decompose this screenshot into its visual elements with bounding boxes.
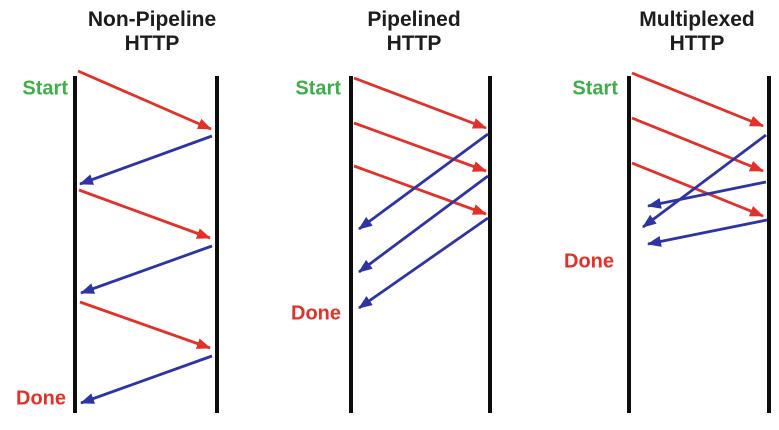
done-label-multiplexed: Done	[564, 250, 614, 273]
title-line1: Multiplexed	[639, 8, 755, 31]
request-arrow	[79, 300, 211, 350]
response-arrow	[80, 244, 213, 295]
response-arrow	[647, 218, 768, 247]
request-arrow	[631, 71, 764, 128]
done-label-non-pipeline: Done	[16, 387, 66, 410]
title-line1: Non-Pipeline	[87, 8, 217, 31]
request-arrow	[78, 188, 211, 240]
done-label-pipelined: Done	[291, 302, 341, 325]
response-arrow	[358, 174, 489, 274]
panel-title-pipelined: Pipelined HTTP	[367, 8, 460, 56]
response-arrow	[647, 180, 767, 209]
panel-title-multiplexed: Multiplexed HTTP	[639, 8, 755, 56]
start-label-multiplexed: Start	[572, 77, 618, 100]
title-line2: HTTP	[124, 32, 180, 55]
request-arrow	[353, 76, 487, 130]
request-arrow	[631, 116, 764, 173]
title-line2: HTTP	[386, 32, 442, 55]
title-line1: Pipelined	[367, 8, 461, 31]
start-label-pipelined: Start	[295, 77, 341, 100]
response-arrow	[79, 134, 213, 186]
panel-title-non-pipeline: Non-Pipeline HTTP	[88, 8, 216, 56]
request-arrow	[631, 161, 764, 218]
response-arrow	[80, 354, 213, 405]
request-arrow	[353, 121, 487, 173]
request-arrow	[353, 164, 487, 216]
response-arrow	[358, 216, 489, 310]
title-line2: HTTP	[669, 32, 725, 55]
start-label-non-pipeline: Start	[22, 77, 68, 100]
response-arrow	[358, 132, 489, 231]
request-arrow	[77, 69, 212, 131]
response-arrow	[642, 133, 767, 229]
